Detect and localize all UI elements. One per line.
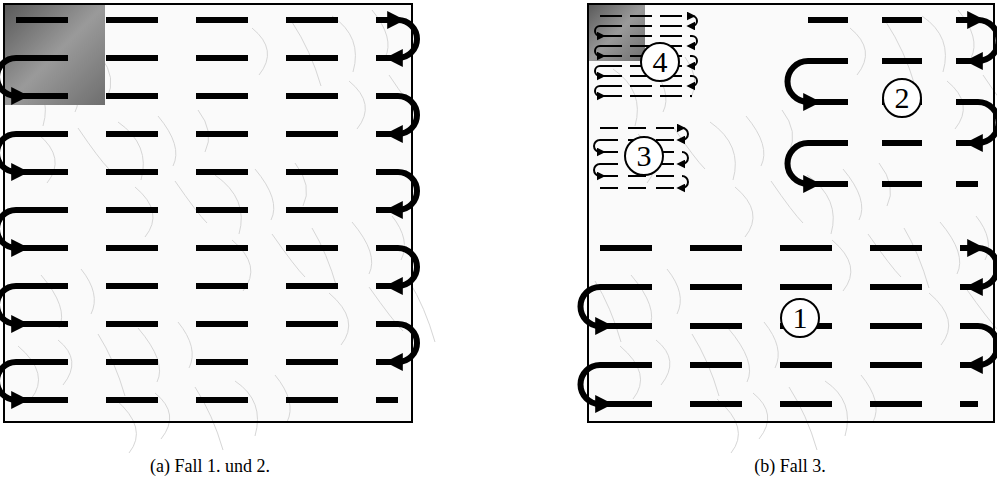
scan-path xyxy=(595,16,697,96)
scan-path xyxy=(0,20,417,400)
callout-number: 2 xyxy=(895,83,910,113)
callout-number: 3 xyxy=(637,141,652,171)
scan-path xyxy=(787,20,997,184)
callout-circle: 2 xyxy=(882,78,922,118)
wavelet-panel xyxy=(4,4,435,453)
wavelet-panel xyxy=(588,4,997,453)
panel-caption: (a) Fall 1. und 2. xyxy=(150,456,270,477)
callout-number: 1 xyxy=(793,303,808,333)
lowpass-image xyxy=(589,5,645,61)
panel-caption: (b) Fall 3. xyxy=(754,456,826,477)
scan-path xyxy=(581,248,997,404)
callout-number: 4 xyxy=(653,47,668,77)
callout-circle: 3 xyxy=(624,136,664,176)
scan-path xyxy=(594,128,688,188)
callout-circle: 4 xyxy=(640,42,680,82)
callout-circle: 1 xyxy=(780,298,820,338)
